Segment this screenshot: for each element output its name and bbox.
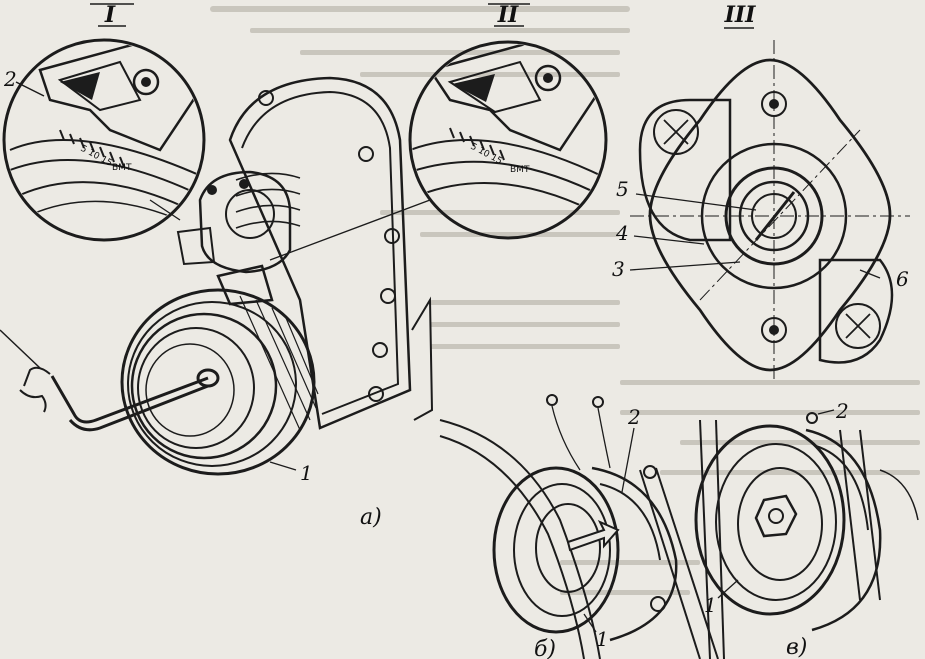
callout-2-inset: 2 <box>3 67 17 91</box>
inset-3-pump-front-view: III 5 4 3 6 <box>612 2 910 380</box>
inset-1-magnified-view: 5 10 15 ВМТ I 2 <box>2 2 206 242</box>
callout-4: 4 <box>615 221 629 245</box>
callout-1-view-v: 1 <box>704 593 717 617</box>
callout-3: 3 <box>612 257 625 281</box>
inset-2-dial-mark: ВМТ <box>510 165 530 175</box>
inset-3-label: III <box>724 2 757 28</box>
callout-2-view-v: 2 <box>835 399 849 423</box>
inset-1-dial-mark: ВМТ <box>112 163 132 173</box>
inset-1-label: I <box>104 2 116 28</box>
callout-6: 6 <box>896 267 909 291</box>
callout-5: 5 <box>616 177 629 201</box>
svg-text:5 10 15: 5 10 15 <box>79 144 114 169</box>
view-v-label: в) <box>786 635 807 659</box>
view-b-pulley-with-arrow: 2 1 б) <box>439 394 719 659</box>
view-v-pulley-with-nut: 2 1 в) <box>694 399 919 659</box>
callout-2-view-b: 2 <box>627 405 641 429</box>
inset-2-magnified-view: 5 10 15 ВМТ II <box>408 2 608 240</box>
callout-1-view-b: 1 <box>596 627 609 651</box>
view-a-label: а) <box>360 505 382 530</box>
inset-2-label: II <box>497 2 519 28</box>
callout-1-view-a: 1 <box>300 461 313 485</box>
view-a-engine-assembly: 1 а) <box>0 76 434 530</box>
background-text-lines <box>210 6 920 595</box>
view-b-label: б) <box>534 637 556 659</box>
